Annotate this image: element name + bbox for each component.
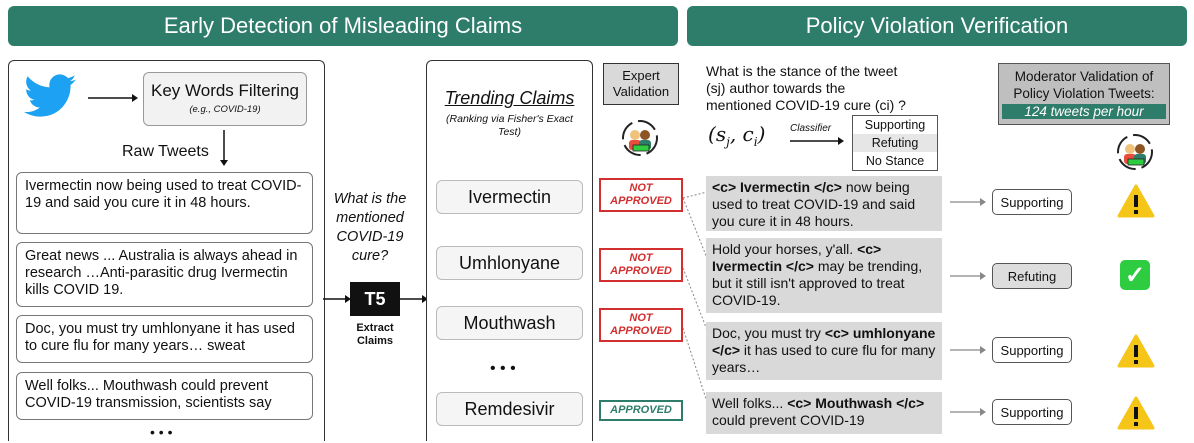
cure-question: What is the mentioned COVID-19 cure? [333,191,407,264]
claim-item: Ivermectin [436,180,583,214]
claim-tag: <c> umhlonyane </c> [712,325,936,358]
moderator-rate: 124 tweets per hour [1002,104,1166,119]
moderator-title: Moderator Validation of Policy Violation… [1013,69,1155,101]
right-banner-title: Policy Violation Verification [805,13,1069,38]
arrow-t5-to-claims [400,295,428,303]
verification-tweet: <c> Ivermectin </c> now being used to tr… [706,176,942,231]
moderator-avatar-icon [1117,134,1153,170]
stance-option: Supporting [864,118,926,132]
not-approved-stamp: NOT APPROVED [599,248,683,282]
keyword-filter-example: (e.g., COVID-19) [189,104,261,115]
result-label: Supporting [992,337,1072,363]
tweet-card: Doc, you must try umhlonyane it has used… [16,315,313,363]
raw-tweets-label: Raw Tweets [122,143,209,160]
result-label: Supporting [992,399,1072,425]
verification-tweet: Well folks... <c> Mouthwash </c> could p… [706,392,942,434]
claim-tag: <c> Mouthwash </c> [787,395,925,411]
right-banner: Policy Violation Verification [687,6,1187,46]
verification-tweet: Hold your horses, y'all. <c> Ivermectin … [706,238,942,313]
t5-model-box: T5 [350,282,400,316]
stance-option: No Stance [865,154,925,168]
tweets-ellipsis: • • • [150,424,173,440]
not-approved-stamp: NOT APPROVED [599,308,683,342]
classifier-arrow [790,137,844,145]
result-label: Refuting [992,263,1072,289]
classifier-label: Classifier [790,123,832,134]
trending-subtitle: (Ranking via Fisher's Exact Test) [446,113,573,138]
keyword-filter-title: Key Words Filtering [150,81,299,100]
tweet-card: Great news ... Australia is always ahead… [16,242,313,307]
twitter-bird-icon [24,74,76,117]
claim-item: Remdesivir [436,392,583,426]
tweet-card: Ivermectin now being used to treat COVID… [16,172,313,234]
moderator-box: Moderator Validation of Policy Violation… [998,63,1170,125]
result-label: Supporting [992,189,1072,215]
not-approved-stamp: NOT APPROVED [599,178,683,212]
warning-icon [1117,334,1155,368]
claim-item: Umhlonyane [436,246,583,280]
approved-stamp: APPROVED [599,400,683,421]
stance-option: Refuting [853,134,937,152]
claims-ellipsis: • • • [490,360,516,377]
claim-item: Mouthwash [436,306,583,340]
result-arrows [950,198,986,416]
arrow-to-filter [88,94,138,102]
trending-title: Trending Claims [444,88,575,108]
left-banner-title: Early Detection of Misleading Claims [163,13,523,38]
t5-caption: Extract Claims [356,322,394,347]
t5-label: T5 [364,288,386,309]
keyword-filter-box: Key Words Filtering (e.g., COVID-19) [143,72,307,126]
warning-icon [1117,396,1155,430]
verification-tweet: Doc, you must try <c> umhlonyane </c> it… [706,322,942,380]
checkmark-icon: ✓ [1120,260,1150,290]
expert-validation-label: Expert Validation [612,68,670,99]
stance-formula: (sj, ci) [708,122,766,149]
warning-icon [1117,184,1155,218]
stance-options: Supporting Refuting No Stance [852,115,938,171]
arrow-down-raw [220,130,228,166]
tweet-card: Well folks... Mouthwash could prevent CO… [16,372,313,420]
expert-avatar-icon [622,120,658,156]
expert-validation-box: Expert Validation [603,63,679,105]
claim-tag: <c> Ivermectin </c> [712,179,842,195]
left-banner: Early Detection of Misleading Claims [8,6,678,46]
stance-question: What is the stance of the tweet (sj) aut… [706,63,906,113]
arrow-left-to-t5 [323,295,351,303]
claim-tag: <c> Ivermectin </c> [712,241,882,274]
